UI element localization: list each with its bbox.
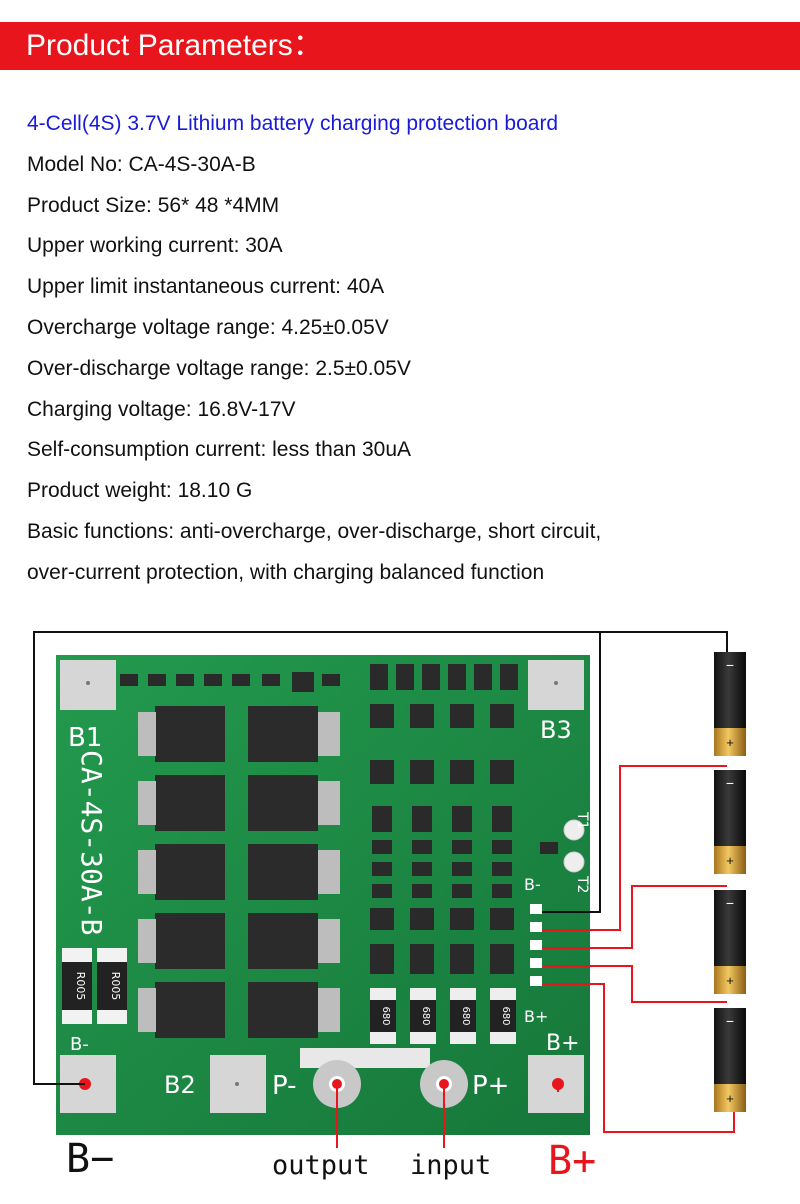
- battery-3-plus: +: [726, 973, 734, 988]
- param-model: Model No: CA-4S-30A-B: [27, 152, 256, 176]
- silk-b2: B2: [164, 1071, 196, 1099]
- battery-4: [714, 1008, 746, 1112]
- product-headline: 4-Cell(4S) 3.7V Lithium battery charging…: [27, 112, 559, 135]
- silk-p-minus: P-: [272, 1071, 297, 1101]
- input-label: input: [410, 1150, 492, 1181]
- mosfet-array: [138, 706, 340, 1038]
- output-label: output: [272, 1150, 370, 1181]
- parameter-list: 4-Cell(4S) 3.7V Lithium battery charging…: [27, 104, 787, 594]
- silk-b-plus-small: B+: [524, 1007, 548, 1026]
- silk-t2: T2: [574, 875, 590, 893]
- b-plus-label: B+: [548, 1138, 597, 1184]
- battery-3: [714, 890, 746, 994]
- battery-1: [714, 652, 746, 756]
- resistor-label-2: R005: [109, 972, 122, 1001]
- param-instant-current: Upper limit instantaneous current: 40A: [27, 275, 385, 299]
- pad-center-strip: [300, 1048, 430, 1068]
- silk-t1: T1: [574, 811, 590, 829]
- t1-test-point: [563, 819, 585, 841]
- small-resistor-label-4: 680: [500, 1006, 511, 1025]
- battery-3-minus: −: [726, 895, 734, 911]
- parameters-banner: Product Parameters：: [0, 22, 800, 70]
- silk-b1: B1: [68, 723, 102, 753]
- silk-b-minus: B-: [70, 1034, 89, 1055]
- battery-1-minus: −: [726, 657, 734, 673]
- silk-model: CA-4S-30A-B: [75, 750, 108, 935]
- b2-dot: [235, 1082, 239, 1086]
- wiring-figure: R005 R005 680 680 680 680 B1 B3 B2 P- P+…: [0, 600, 800, 1204]
- b3-dot: [554, 681, 558, 685]
- param-charging-voltage: Charging voltage: 16.8V-17V: [27, 397, 296, 421]
- red-wires: [336, 765, 735, 1148]
- small-resistor-label-2: 680: [420, 1006, 431, 1025]
- battery-2-minus: −: [726, 775, 734, 791]
- param-functions-2: over-current protection, with charging b…: [27, 560, 545, 584]
- t2-test-point: [563, 851, 585, 873]
- param-overdischarge: Over-discharge voltage range: 2.5±0.05V: [27, 356, 411, 380]
- param-functions-1: Basic functions: anti-overcharge, over-d…: [27, 519, 602, 543]
- silk-b-plus: B+: [546, 1031, 580, 1056]
- small-resistor-label-1: 680: [380, 1006, 391, 1025]
- small-resistor-label-3: 680: [460, 1006, 471, 1025]
- param-working-current: Upper working current: 30A: [27, 234, 283, 258]
- balance-connector-pads: [530, 904, 542, 986]
- battery-4-minus: −: [726, 1013, 734, 1029]
- small-resistors: [370, 988, 516, 1044]
- param-size: Product Size: 56* 48 *4MM: [27, 193, 280, 217]
- param-weight: Product weight: 18.10 G: [27, 479, 253, 503]
- battery-2-plus: +: [726, 853, 734, 868]
- b-minus-label: B−: [66, 1136, 115, 1182]
- resistor-label-1: R005: [74, 972, 87, 1001]
- b1-dot: [86, 681, 90, 685]
- silk-b3: B3: [540, 716, 572, 744]
- wiring-diagram: R005 R005 680 680 680 680 B1 B3 B2 P- P+…: [33, 631, 746, 1148]
- ic-columns: [370, 704, 558, 974]
- section-title: Product Parameters：: [26, 29, 323, 62]
- param-overcharge: Overcharge voltage range: 4.25±0.05V: [27, 315, 389, 339]
- param-self-consumption: Self-consumption current: less than 30uA: [27, 438, 412, 462]
- top-smd-row: [120, 664, 518, 692]
- battery-4-plus: +: [726, 1091, 734, 1106]
- battery-1-plus: +: [726, 735, 734, 750]
- silk-b-minus-small: B-: [524, 875, 541, 894]
- silk-p-plus: P+: [472, 1071, 509, 1101]
- black-wires: [33, 631, 728, 1085]
- battery-2: [714, 770, 746, 874]
- shunt-resistors: [62, 948, 127, 1024]
